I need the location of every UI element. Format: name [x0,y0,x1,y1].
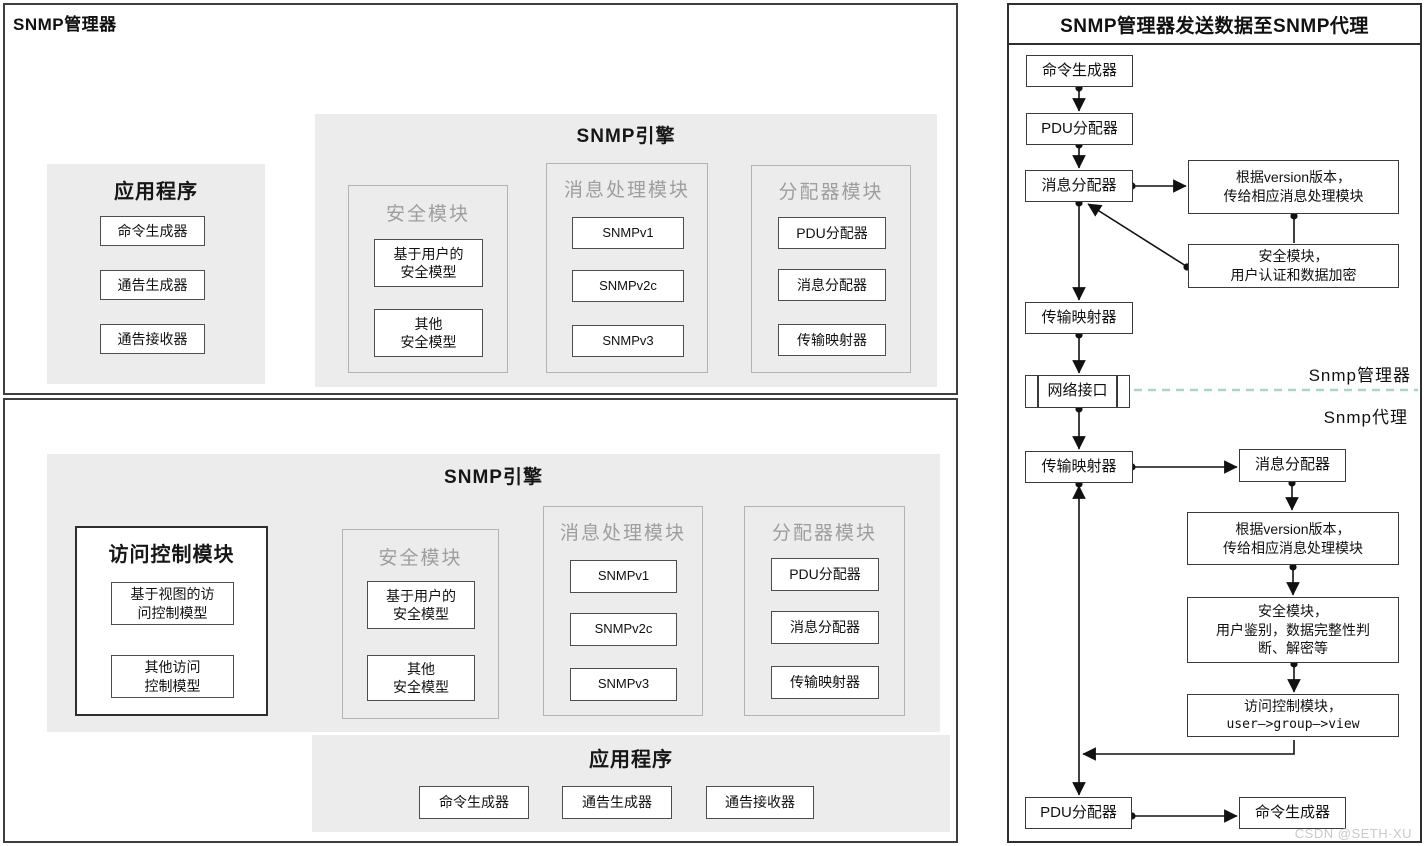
flow-pdu-dispatcher-manager: PDU分配器 [1026,113,1133,145]
agent-message-module-title: 消息处理模块 [559,523,686,544]
watermark: CSDN @SETH·XU [1294,826,1412,841]
agent-engine-box: SNMP引擎 访问控制模块 基于视图的访 问控制模型 其他访问 控制模型 安全模… [47,454,940,732]
message-processing-module: 消息处理模块 SNMPv1 SNMPv2c SNMPv3 [546,163,708,373]
agent-panel: SNMP引擎 访问控制模块 基于视图的访 问控制模型 其他访问 控制模型 安全模… [3,398,958,843]
flow-security-module-manager: 安全模块， 用户认证和数据加密 [1188,244,1399,288]
flow-access-control-agent: 访问控制模块， user—>group—>view [1187,694,1399,737]
agent-dispatcher-module-title: 分配器模块 [771,523,877,544]
security-module-title: 安全模块 [385,204,470,225]
agent-snmpv1-box: SNMPv1 [570,560,677,593]
agent-snmpv2c-box: SNMPv2c [570,613,677,646]
agent-transport-mapper-box: 传输映射器 [771,666,879,699]
agent-applications-box: 应用程序 命令生成器 通告生成器 通告接收器 [312,735,950,832]
manager-panel: SNMP管理器 应用程序 命令生成器 通告生成器 通告接收器 SNMP引擎 安全… [3,3,958,395]
manager-applications-box: 应用程序 命令生成器 通告生成器 通告接收器 [47,164,265,384]
agent-applications-title: 应用程序 [589,749,673,771]
view-access-model-box: 基于视图的访 问控制模型 [111,582,234,625]
snmpv3-box: SNMPv3 [572,325,684,357]
flow-version-routing-agent: 根据version版本， 传给相应消息处理模块 [1187,512,1399,565]
snmpv1-box: SNMPv1 [572,217,684,249]
network-interface-right-bar [1116,376,1118,407]
access-control-module: 访问控制模块 基于视图的访 问控制模型 其他访问 控制模型 [75,526,268,716]
flow-transport-mapper-manager: 传输映射器 [1025,302,1133,334]
agent-user-security-model-box: 基于用户的 安全模型 [367,581,475,629]
engine-title: SNMP引擎 [576,126,676,147]
command-generator-box: 命令生成器 [100,216,205,246]
dispatcher-module-title: 分配器模块 [778,182,884,203]
notification-generator-box: 通告生成器 [100,270,205,300]
agent-engine-title: SNMP引擎 [444,467,543,488]
agent-security-module: 安全模块 基于用户的 安全模型 其他 安全模型 [342,529,499,719]
flow-panel: SNMP管理器发送数据至SNMP代理 [1007,3,1422,843]
flow-network-interface: 网络接口 [1025,375,1130,408]
agent-dispatcher-module: 分配器模块 PDU分配器 消息分配器 传输映射器 [744,506,905,716]
agent-message-processing-module: 消息处理模块 SNMPv1 SNMPv2c SNMPv3 [543,506,703,716]
agent-side-label: Snmp代理 [1323,408,1408,427]
flow-transport-mapper-agent: 传输映射器 [1025,451,1133,483]
transport-mapper-box: 传输映射器 [778,324,886,356]
flow-command-generator-manager: 命令生成器 [1026,55,1133,87]
access-control-title: 访问控制模块 [108,544,235,566]
agent-command-generator-box: 命令生成器 [419,786,529,819]
snmpv2c-box: SNMPv2c [572,270,684,302]
agent-notification-generator-box: 通告生成器 [562,786,672,819]
agent-snmpv3-box: SNMPv3 [570,668,677,701]
pdu-dispatcher-box: PDU分配器 [778,217,886,249]
other-security-model-box: 其他 安全模型 [374,309,483,357]
dispatcher-module: 分配器模块 PDU分配器 消息分配器 传输映射器 [751,165,911,373]
security-module: 安全模块 基于用户的 安全模型 其他 安全模型 [348,185,508,373]
flow-message-dispatcher-manager: 消息分配器 [1025,170,1133,202]
manager-side-label: Snmp管理器 [1308,366,1411,385]
agent-pdu-dispatcher-box: PDU分配器 [771,558,879,591]
message-module-title: 消息处理模块 [563,180,690,201]
other-access-model-box: 其他访问 控制模型 [111,655,234,698]
network-interface-label: 网络接口 [1047,382,1108,400]
agent-other-security-model-box: 其他 安全模型 [367,655,475,701]
flow-version-routing-manager: 根据version版本， 传给相应消息处理模块 [1188,160,1399,214]
agent-message-dispatcher-box: 消息分配器 [771,611,879,644]
flow-command-generator-agent: 命令生成器 [1239,797,1346,829]
flow-message-dispatcher-agent: 消息分配器 [1239,449,1346,482]
access-control-agent-line2: user—>group—>view [1226,717,1360,733]
applications-title: 应用程序 [114,181,198,203]
network-interface-left-bar [1037,376,1039,407]
flow-pdu-dispatcher-agent: PDU分配器 [1025,797,1132,829]
flow-title: SNMP管理器发送数据至SNMP代理 [1009,5,1420,45]
notification-receiver-box: 通告接收器 [100,324,205,354]
user-security-model-box: 基于用户的 安全模型 [374,239,483,287]
manager-engine-box: SNMP引擎 安全模块 基于用户的 安全模型 其他 安全模型 消息处理模块 SN… [315,114,937,387]
message-dispatcher-box: 消息分配器 [778,269,886,301]
flow-security-module-agent: 安全模块， 用户鉴别，数据完整性判 断、解密等 [1187,597,1399,663]
access-control-agent-line1: 访问控制模块， [1244,698,1342,715]
manager-panel-title: SNMP管理器 [13,15,117,34]
agent-notification-receiver-box: 通告接收器 [706,786,814,819]
agent-security-module-title: 安全模块 [378,548,463,569]
